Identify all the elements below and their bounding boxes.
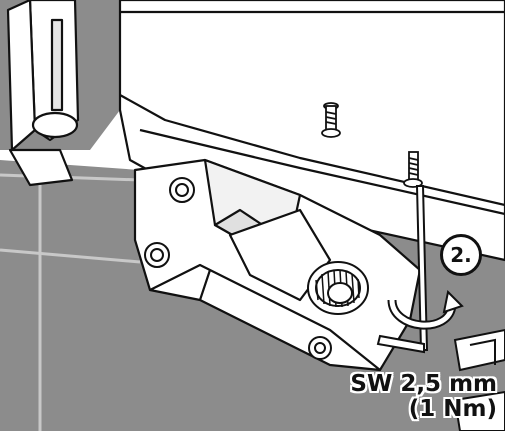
left-bracket xyxy=(6,0,80,187)
screw-icon xyxy=(321,102,341,138)
tool-size-label: SW 2,5 mm xyxy=(350,371,497,397)
torque-label: (1 Nm) xyxy=(408,396,497,422)
housing-body xyxy=(118,0,505,262)
screw-icon xyxy=(403,151,423,188)
cable-connector xyxy=(307,261,369,315)
mounting-holes xyxy=(144,177,332,360)
hex-key-icon xyxy=(376,185,429,354)
rotation-arrow-icon xyxy=(387,289,464,330)
tool-spec-callout: SW 2,5 mm (1 Nm) xyxy=(350,372,497,422)
step-number-badge: 2. xyxy=(440,234,482,276)
mounting-block xyxy=(133,158,422,372)
right-clips xyxy=(453,328,505,431)
